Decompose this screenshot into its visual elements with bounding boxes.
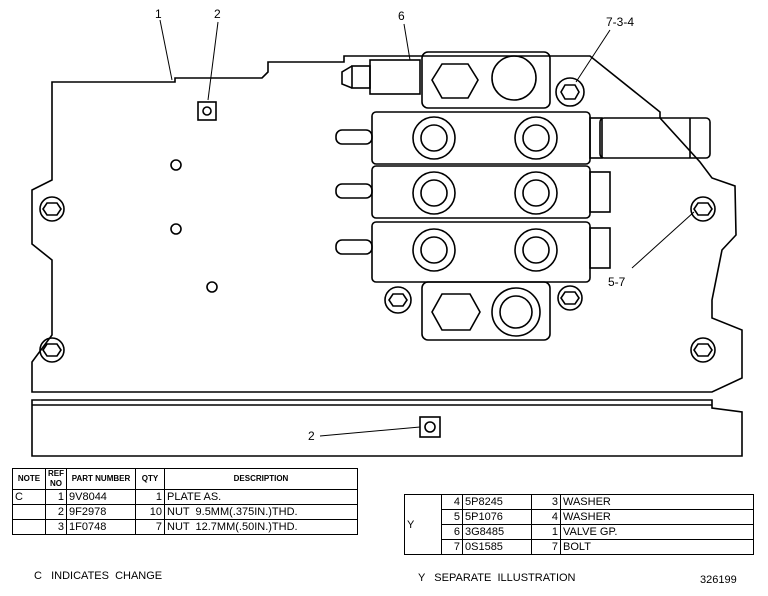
table-header-row: NOTE REF NO PART NUMBER QTY DESCRIPTION bbox=[12, 468, 358, 490]
mounting-bolt bbox=[39, 196, 65, 222]
row-part: 1F0748 bbox=[66, 519, 136, 535]
row-ref: 4 bbox=[441, 494, 463, 510]
callout-2-top: 2 bbox=[214, 7, 221, 21]
valve-assembly-diagram: 1 2 6 7-3-4 5-7 2 bbox=[31, 7, 743, 457]
valve-top-head bbox=[421, 51, 551, 109]
callout-2-bottom: 2 bbox=[308, 429, 315, 443]
row-note: C bbox=[12, 489, 46, 505]
callout-5-7: 5-7 bbox=[608, 275, 626, 289]
plate-outline bbox=[31, 55, 743, 393]
table-row: 7 0S1585 7 BOLT bbox=[405, 539, 754, 555]
nut-top bbox=[197, 101, 217, 121]
row-qty: 7 bbox=[135, 519, 165, 535]
row-qty: 4 bbox=[531, 509, 561, 525]
row-qty: 10 bbox=[135, 504, 165, 520]
row-desc: PLATE AS. bbox=[164, 489, 358, 505]
table-row: 5 5P1076 4 WASHER bbox=[405, 509, 754, 525]
row-qty: 1 bbox=[135, 489, 165, 505]
row-desc: VALVE GP. bbox=[560, 524, 754, 540]
row-ref: 5 bbox=[441, 509, 463, 525]
callout-1: 1 bbox=[155, 7, 162, 21]
row-desc: WASHER bbox=[560, 494, 754, 510]
header-note: NOTE bbox=[12, 468, 46, 490]
row-note bbox=[12, 519, 46, 535]
row-qty: 1 bbox=[531, 524, 561, 540]
row-ref: 7 bbox=[441, 539, 463, 555]
mounting-bolt bbox=[690, 337, 716, 363]
callout-7-3-4: 7-3-4 bbox=[606, 15, 634, 29]
row-desc: BOLT bbox=[560, 539, 754, 555]
mounting-bolt bbox=[690, 196, 716, 222]
row-part: 9V8044 bbox=[66, 489, 136, 505]
row-part: 9F2978 bbox=[66, 504, 136, 520]
mounting-bolt bbox=[39, 337, 65, 363]
valve-bottom-head bbox=[421, 281, 551, 341]
row-part: 0S1585 bbox=[462, 539, 532, 555]
row-desc: NUT 12.7MM(.50IN.)THD. bbox=[164, 519, 358, 535]
table-row: C 1 9V8044 1 PLATE AS. bbox=[12, 489, 358, 505]
row-desc: WASHER bbox=[560, 509, 754, 525]
plate-strip bbox=[31, 399, 743, 457]
row-note: Y bbox=[404, 494, 442, 555]
header-description: DESCRIPTION bbox=[164, 468, 358, 490]
callout-6: 6 bbox=[398, 9, 405, 23]
row-qty: 7 bbox=[531, 539, 561, 555]
table-row: Y 4 5P8245 3 WASHER bbox=[404, 494, 754, 555]
parts-table-left: NOTE REF NO PART NUMBER QTY DESCRIPTION … bbox=[12, 468, 358, 535]
row-ref: 6 bbox=[441, 524, 463, 540]
header-qty: QTY bbox=[135, 468, 165, 490]
header-ref: REF NO bbox=[45, 468, 67, 490]
table-row: 2 9F2978 10 NUT 9.5MM(.375IN.)THD. bbox=[12, 504, 358, 520]
row-note bbox=[12, 504, 46, 520]
table-row: 6 3G8485 1 VALVE GP. bbox=[405, 524, 754, 540]
change-footnote: C INDICATES CHANGE bbox=[34, 570, 163, 582]
row-ref: 2 bbox=[45, 504, 67, 520]
row-part: 5P1076 bbox=[462, 509, 532, 525]
row-part: 5P8245 bbox=[462, 494, 532, 510]
illustration-number: 326199 bbox=[700, 574, 737, 586]
row-ref: 3 bbox=[45, 519, 67, 535]
row-qty: 3 bbox=[531, 494, 561, 510]
row-ref: 1 bbox=[45, 489, 67, 505]
table-row: 3 1F0748 7 NUT 12.7MM(.50IN.)THD. bbox=[12, 519, 358, 535]
row-desc: NUT 9.5MM(.375IN.)THD. bbox=[164, 504, 358, 520]
header-part-number: PART NUMBER bbox=[66, 468, 136, 490]
separate-footnote: Y SEPARATE ILLUSTRATION bbox=[418, 572, 576, 584]
parts-table-right: Y 4 5P8245 3 WASHER 5 5P1076 4 WASHER 6 … bbox=[404, 494, 754, 555]
row-part: 3G8485 bbox=[462, 524, 532, 540]
nut-bottom bbox=[419, 416, 441, 438]
